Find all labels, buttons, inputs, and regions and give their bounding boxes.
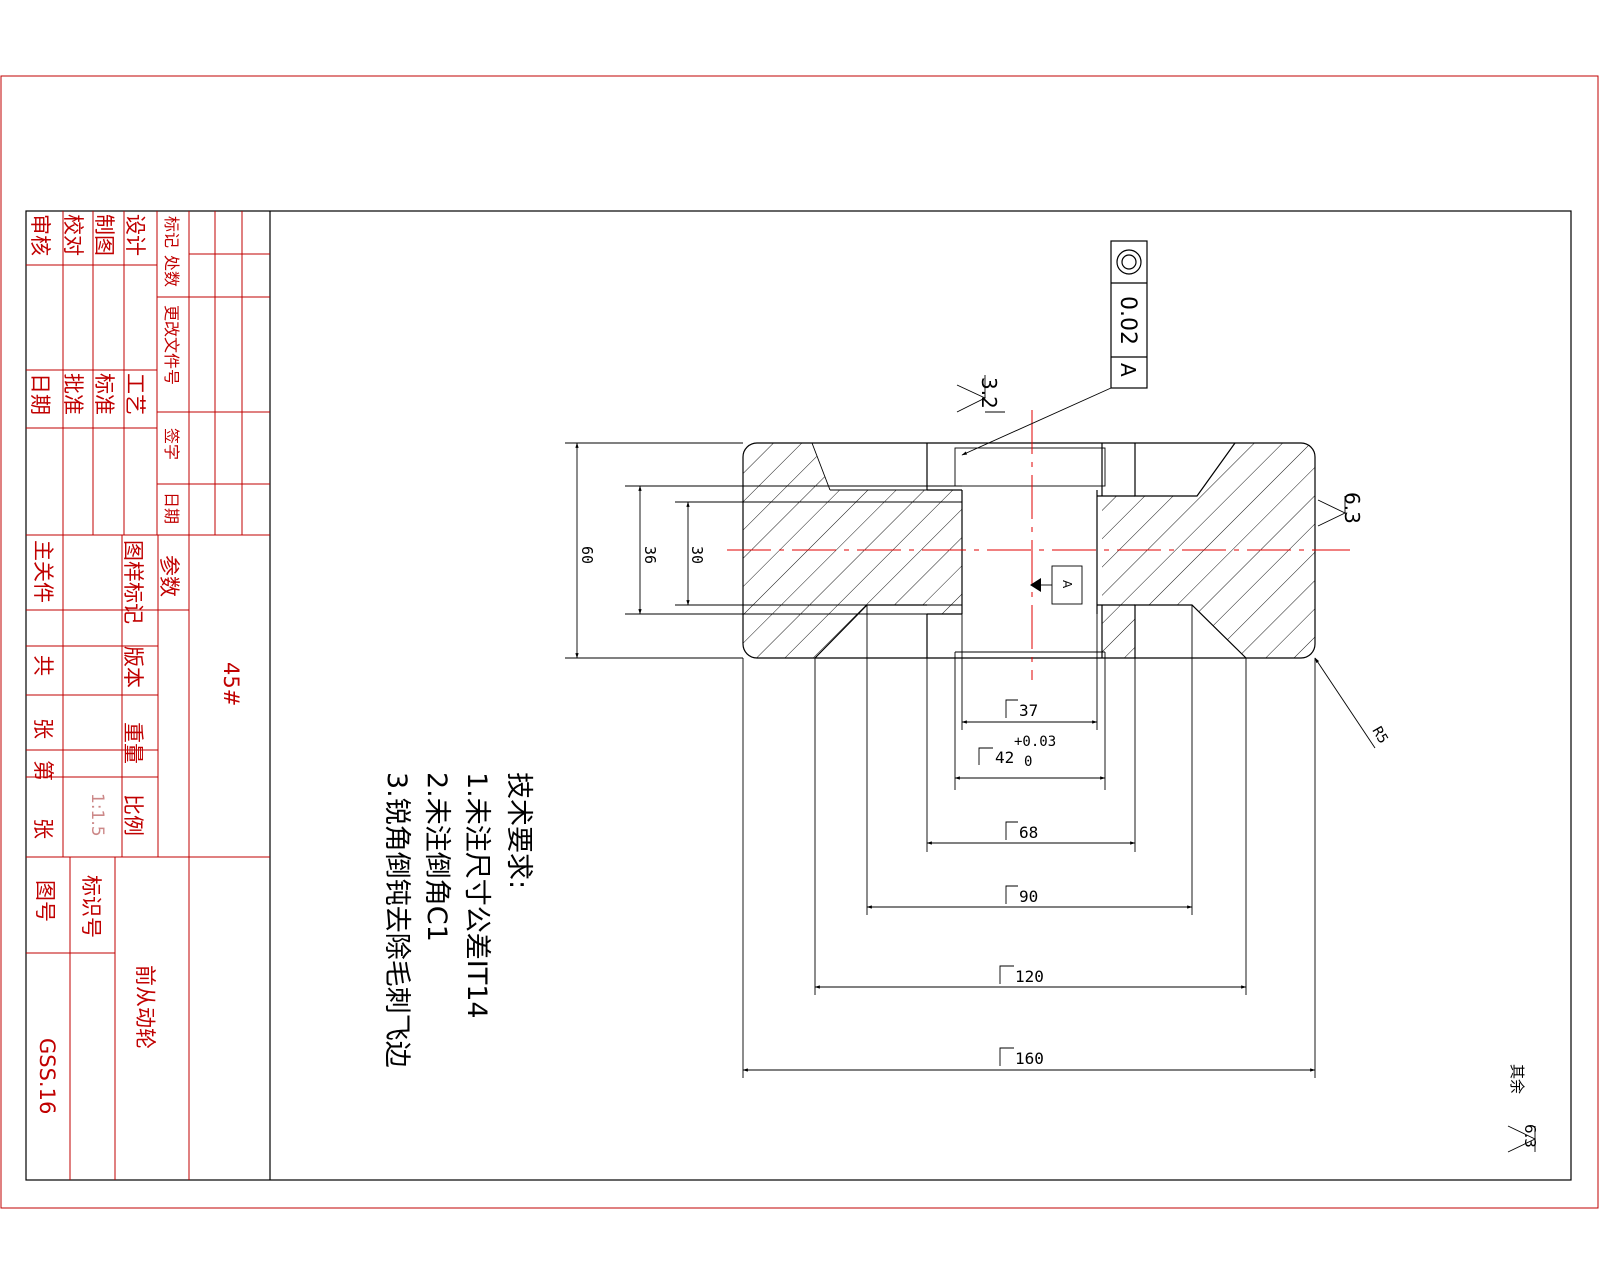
roughness-rest-label: 其余 (1508, 1064, 1526, 1094)
param-label: 参数 (157, 555, 181, 597)
rev-header-signature: 签字 (162, 428, 181, 460)
dim-r5: R5 (1369, 724, 1391, 747)
dim-d37: 37 (1019, 701, 1038, 720)
total-label: 共 (31, 655, 55, 676)
drawing-number: GSS.16 (35, 1038, 59, 1114)
tolerance-datum: A (1116, 363, 1140, 377)
sample-mark-label: 图样标记 (121, 540, 145, 624)
concentricity-icon (1116, 249, 1142, 275)
role-approve: 批准 (61, 373, 85, 415)
scale-value: 1:1.5 (87, 793, 107, 837)
role-standard: 标准 (92, 373, 116, 415)
r5-leader (1314, 657, 1376, 749)
role-check: 校对 (61, 214, 85, 256)
dim-d42-upper-tol: +0.03 (1014, 734, 1056, 750)
dim-d120: 120 (1015, 967, 1044, 986)
sheet-border (0, 75, 1599, 1209)
id-no-label: 标识号 (79, 875, 103, 938)
drawing-frame (25, 210, 1572, 1181)
dim-h60: 60 (578, 546, 596, 564)
role-process: 工艺 (123, 373, 147, 415)
role-drafting: 制图 (92, 214, 116, 256)
scale-label: 比例 (121, 794, 145, 836)
dim-h30: 30 (688, 546, 706, 564)
rev-header-date: 日期 (162, 492, 181, 524)
sheet-no-label: 第 (31, 760, 55, 781)
tech-req-item-2: 2.未注倒角C1 (421, 772, 452, 942)
dim-d42-lower-tol: 0 (1024, 754, 1032, 770)
dim-h36: 36 (641, 546, 659, 564)
role-design: 设计 (123, 214, 147, 256)
dim-d90: 90 (1019, 887, 1038, 906)
drawing-no-label: 图号 (33, 880, 57, 922)
sheets-label: 张 (31, 718, 55, 739)
roughness-top-value: 3.2 (977, 377, 1001, 409)
dim-d42: 42 (995, 748, 1014, 767)
dim-d160: 160 (1015, 1049, 1044, 1068)
role-date: 日期 (28, 373, 52, 415)
tech-req-item-3: 3.锐角倒钝去除毛刺飞边 (381, 772, 412, 1068)
role-review: 审核 (28, 214, 52, 256)
rev-header-mark: 标记 (162, 216, 181, 248)
part-name: 前从动轮 (133, 965, 157, 1049)
horizontal-dimensions (742, 605, 1316, 1078)
datum-a-label: A (1060, 580, 1074, 589)
sheets2-label: 张 (31, 818, 55, 839)
roughness-right (1317, 496, 1347, 527)
main-related-label: 主关件 (31, 540, 55, 603)
rev-header-count: 处数 (162, 255, 181, 287)
roughness-right-value: 6.3 (1340, 492, 1364, 524)
vertical-dimensions (575, 442, 690, 659)
material: 45# (219, 662, 243, 706)
tech-req-item-1: 1.未注尺寸公差IT14 (461, 772, 492, 1019)
weight-label: 重量 (121, 722, 145, 764)
title-block (26, 211, 270, 1180)
roughness-rest-value: 6.3 (1521, 1124, 1539, 1148)
rev-header-change-doc: 更改文件号 (162, 305, 181, 385)
version-label: 版本 (121, 646, 145, 688)
tech-req-heading: 技术要求: (503, 772, 534, 889)
datum-marker (1030, 565, 1083, 605)
tolerance-value: 0.02 (1115, 296, 1140, 345)
roughness-top (956, 375, 1005, 413)
tolerance-frame (961, 240, 1148, 456)
roughness-rest (1507, 1125, 1537, 1153)
dim-d68: 68 (1019, 823, 1038, 842)
